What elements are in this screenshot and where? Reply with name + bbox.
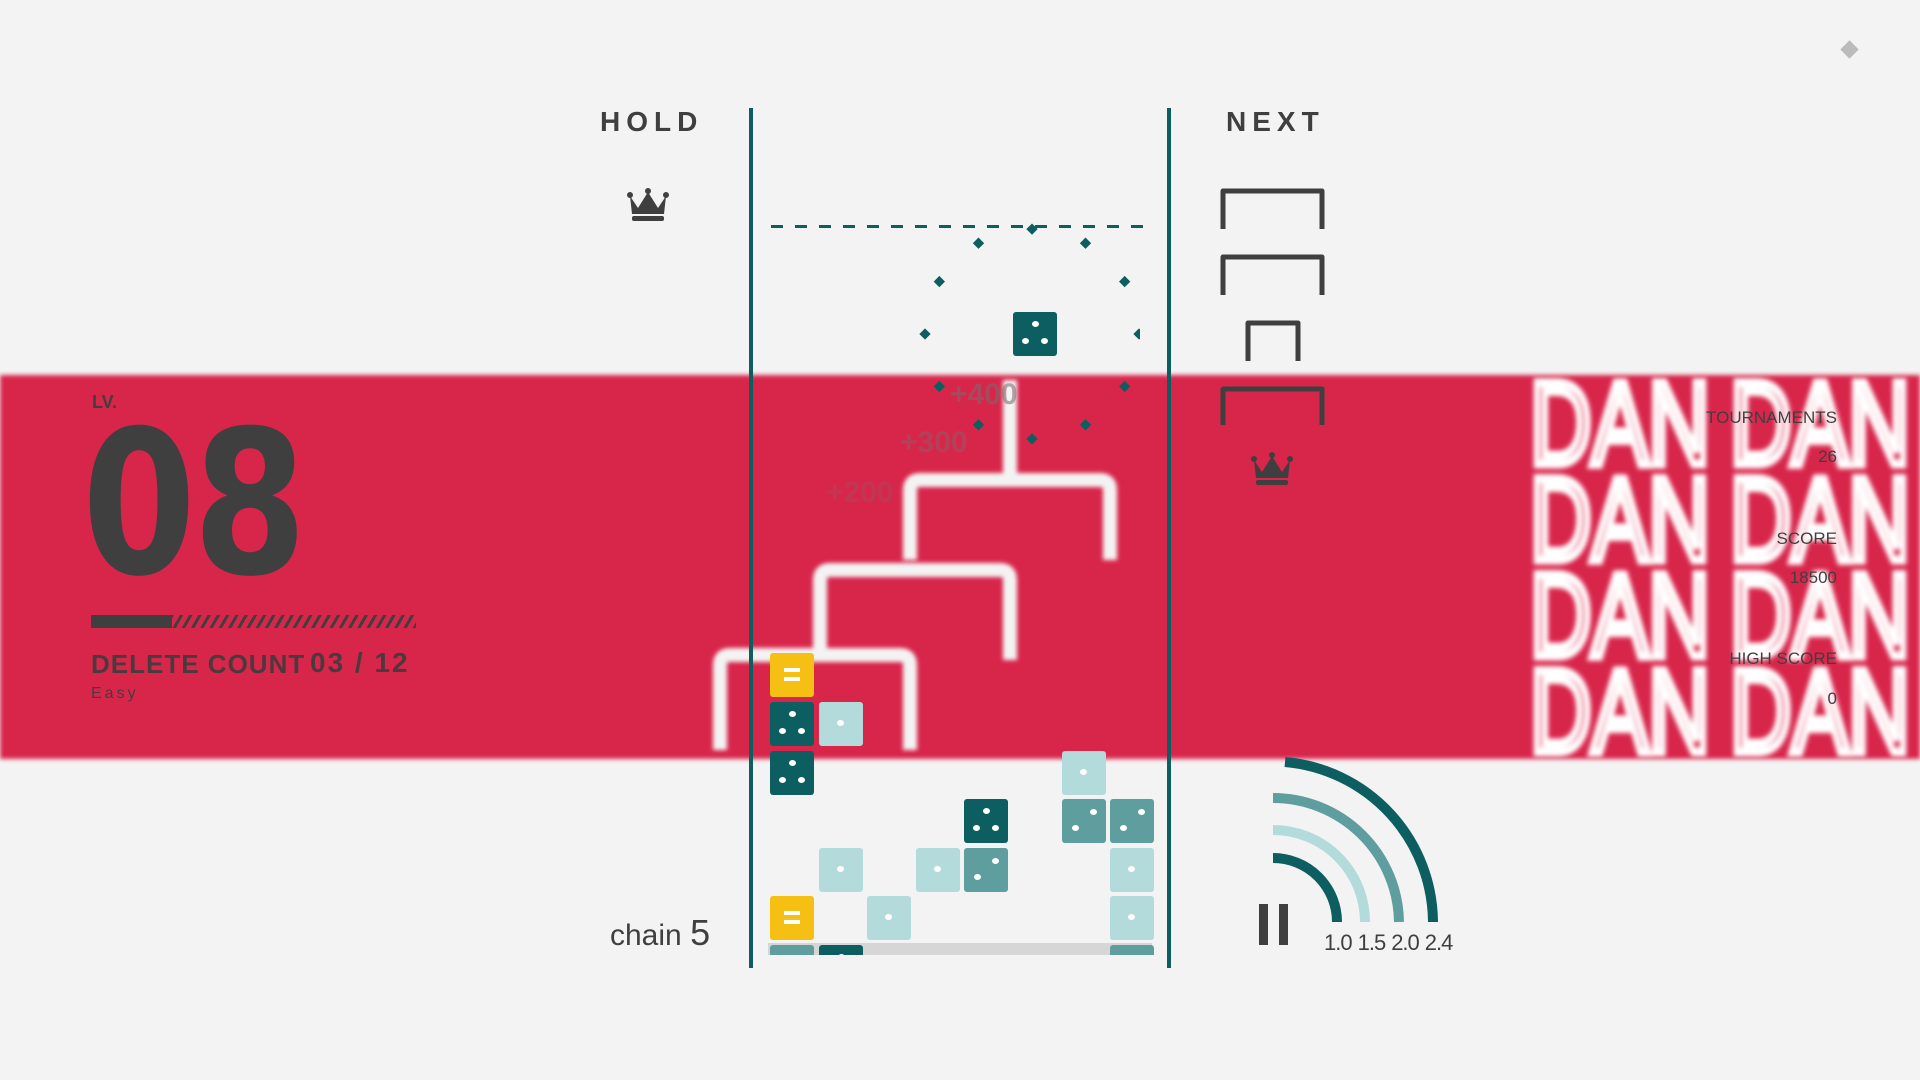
delete-progress-fill <box>91 615 173 628</box>
level-label: LV. <box>92 392 118 412</box>
target-ring <box>919 223 1140 445</box>
score-label: SCORE <box>1776 529 1837 548</box>
block-light <box>867 896 912 941</box>
ring-dot <box>1133 328 1140 340</box>
ring-dot <box>972 237 985 249</box>
block-mid <box>1061 799 1106 844</box>
speed-option[interactable]: 2.0 <box>1391 930 1420 955</box>
ring-dot <box>1079 419 1092 431</box>
block-light <box>915 847 960 892</box>
delete-count-value: 03 / 12 <box>310 647 410 678</box>
score-value: 18500 <box>1789 568 1837 587</box>
block-light <box>1110 896 1155 941</box>
block-mid <box>1110 799 1155 844</box>
delete-count-label: DELETE COUNT <box>91 649 306 679</box>
speed-option[interactable]: 2.4 <box>1424 930 1454 955</box>
speed-arc-1-5 <box>1272 825 1370 923</box>
dan-text: DAN <box>1730 454 1910 586</box>
tournaments-label: TOURNAMENTS <box>1706 408 1837 427</box>
block-light <box>1061 750 1106 795</box>
next-queue <box>1220 188 1325 485</box>
chain-value: 5 <box>690 912 711 953</box>
pause-button[interactable] <box>1259 904 1289 945</box>
dan-text: DAN <box>1730 646 1910 762</box>
block-dark <box>818 945 863 955</box>
next-crown-icon <box>1251 452 1293 485</box>
next-piece-bracket <box>1220 254 1325 295</box>
block-light <box>818 847 863 892</box>
next-piece-bracket <box>1245 320 1301 361</box>
block-dark <box>964 799 1009 844</box>
dan-text: DAN <box>1530 372 1710 490</box>
floor-bar <box>768 943 1152 955</box>
dan-text: DAN <box>1730 372 1910 490</box>
next-label: NEXT <box>1226 106 1325 137</box>
speed-option[interactable]: 1.5 <box>1357 930 1387 955</box>
ring-dot <box>972 419 985 431</box>
block-light <box>818 702 863 746</box>
dan-text: DAN <box>1730 550 1910 682</box>
block-dark <box>770 702 814 746</box>
falling-block <box>1013 312 1057 357</box>
block-dark <box>770 750 814 795</box>
block-yellow <box>770 653 814 698</box>
high-score-label: HIGH SCORE <box>1729 649 1837 668</box>
limit-line <box>771 225 1149 228</box>
block-yellow <box>770 896 814 941</box>
hold-crown-icon[interactable] <box>626 186 670 227</box>
speed-arc-1-0 <box>1272 853 1342 923</box>
block-mid <box>964 847 1009 892</box>
next-piece-bracket <box>1220 386 1325 425</box>
chain-label: chain <box>610 919 682 952</box>
dan-text: DAN <box>1530 550 1710 682</box>
well-right-wall <box>1167 108 1171 968</box>
hold-label: HOLD <box>600 106 704 137</box>
ring-dot <box>1079 237 1092 249</box>
score-popup: +300 <box>900 426 968 459</box>
game-board[interactable] <box>768 0 1158 955</box>
speed-option[interactable]: 1.0 <box>1324 930 1353 955</box>
tournaments-value: 26 <box>1818 447 1837 466</box>
score-popup: +400 <box>950 378 1018 411</box>
pause-icon <box>1259 904 1268 945</box>
well-left-wall <box>749 108 753 968</box>
ring-dot <box>1026 223 1038 235</box>
score-popup: +200 <box>826 476 894 509</box>
ring-dot <box>1026 433 1038 445</box>
block-mid <box>1110 945 1155 955</box>
speed-selector[interactable] <box>1270 750 1470 930</box>
dan-text: DAN <box>1530 646 1710 762</box>
chain-tree <box>713 380 1117 750</box>
speed-arc-2-4 <box>1284 757 1438 923</box>
delete-progress-bar <box>91 615 416 628</box>
block-light <box>1110 847 1155 892</box>
speed-arc-2-0 <box>1272 793 1404 923</box>
next-piece-bracket <box>1220 188 1325 229</box>
diamond-icon[interactable] <box>1840 40 1859 59</box>
dan-text: DAN <box>1530 454 1710 586</box>
block-mid <box>770 945 814 955</box>
chain-counter: chain 5 <box>610 912 710 954</box>
speed-labels: 1.0 1.5 2.0 2.4 <box>1324 930 1454 956</box>
difficulty-label: Easy <box>91 685 139 702</box>
level-value: 08 <box>82 388 307 621</box>
high-score-value: 0 <box>1827 689 1837 708</box>
